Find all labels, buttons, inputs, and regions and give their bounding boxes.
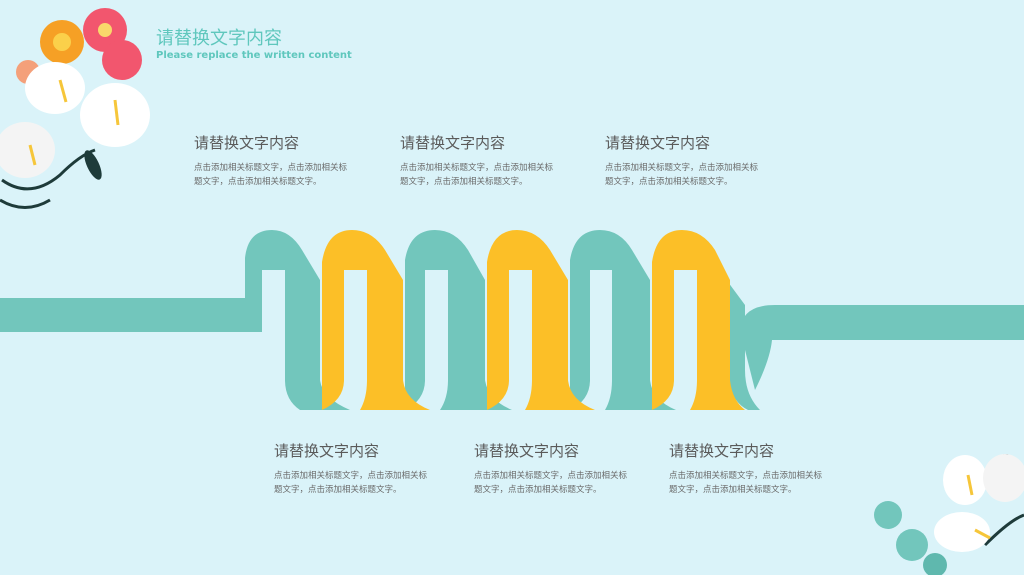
block-body: 点击添加相关标题文字，点击添加相关标题文字，点击添加相关标题文字。	[605, 163, 759, 187]
text-block-bottom-1: 请替换文字内容 点击添加相关标题文字，点击添加相关标题文字，点击添加相关标题文字…	[274, 440, 434, 497]
ribbon-teal-tail	[728, 282, 760, 410]
text-block-top-2: 请替换文字内容 点击添加相关标题文字，点击添加相关标题文字，点击添加相关标题文字…	[400, 132, 560, 189]
ribbon-right-band	[740, 305, 1024, 390]
white-calla-lily	[80, 83, 150, 147]
leaf-shape	[84, 150, 102, 180]
text-block-bottom-2: 请替换文字内容 点击添加相关标题文字，点击添加相关标题文字，点击添加相关标题文字…	[474, 440, 634, 497]
text-block-bottom-3: 请替换文字内容 点击添加相关标题文字，点击添加相关标题文字，点击添加相关标题文字…	[669, 440, 829, 497]
ribbon-yellow-loop-2	[487, 230, 595, 410]
block-body: 点击添加相关标题文字，点击添加相关标题文字，点击添加相关标题文字。	[669, 471, 823, 495]
block-heading: 请替换文字内容	[274, 442, 380, 460]
white-calla-lily	[25, 62, 85, 114]
floral-bottom-right	[874, 454, 1024, 575]
lily-stamen	[974, 528, 991, 540]
block-heading: 请替换文字内容	[194, 134, 300, 152]
ribbon-yellow-loop-3	[652, 230, 745, 410]
ribbon-teal-loop-2	[405, 230, 512, 410]
page-subtitle: Please replace the written content	[156, 50, 352, 61]
block-heading: 请替换文字内容	[669, 442, 775, 460]
ribbon-teal-loop-3	[570, 230, 676, 410]
block-body: 点击添加相关标题文字，点击添加相关标题文字，点击添加相关标题文字。	[274, 471, 428, 495]
block-body: 点击添加相关标题文字，点击添加相关标题文字，点击添加相关标题文字。	[194, 163, 348, 187]
teal-flower	[923, 553, 947, 575]
ribbon-yellow-loop-1	[322, 230, 430, 410]
block-body: 点击添加相关标题文字，点击添加相关标题文字，点击添加相关标题文字。	[474, 471, 628, 495]
text-block-top-1: 请替换文字内容 点击添加相关标题文字，点击添加相关标题文字，点击添加相关标题文字…	[194, 132, 354, 189]
block-heading: 请替换文字内容	[605, 134, 711, 152]
flower-stem	[0, 198, 51, 209]
white-calla-lily	[943, 455, 987, 505]
white-calla-lily	[0, 122, 55, 178]
flower-center	[53, 33, 71, 51]
lily-stamen	[113, 99, 120, 126]
pink-flower	[102, 40, 142, 80]
flower-center	[98, 23, 112, 37]
teal-flower	[874, 501, 902, 529]
text-block-top-3: 请替换文字内容 点击添加相关标题文字，点击添加相关标题文字，点击添加相关标题文字…	[605, 132, 765, 189]
lily-stamen	[58, 79, 68, 103]
ribbon-wave	[0, 230, 1024, 410]
white-calla-lily	[983, 454, 1024, 502]
floral-top-left	[0, 8, 150, 209]
lily-stamen	[28, 144, 37, 166]
white-calla-lily	[934, 512, 990, 552]
lily-stamen	[966, 474, 974, 496]
teal-flower	[896, 529, 928, 561]
ribbon-teal-loop-1	[245, 230, 350, 410]
page-title: 请替换文字内容	[156, 28, 282, 49]
block-body: 点击添加相关标题文字，点击添加相关标题文字，点击添加相关标题文字。	[400, 163, 554, 187]
block-heading: 请替换文字内容	[474, 442, 580, 460]
block-heading: 请替换文字内容	[400, 134, 506, 152]
flower-stem	[983, 513, 1024, 547]
ribbon-left-band	[0, 298, 262, 332]
